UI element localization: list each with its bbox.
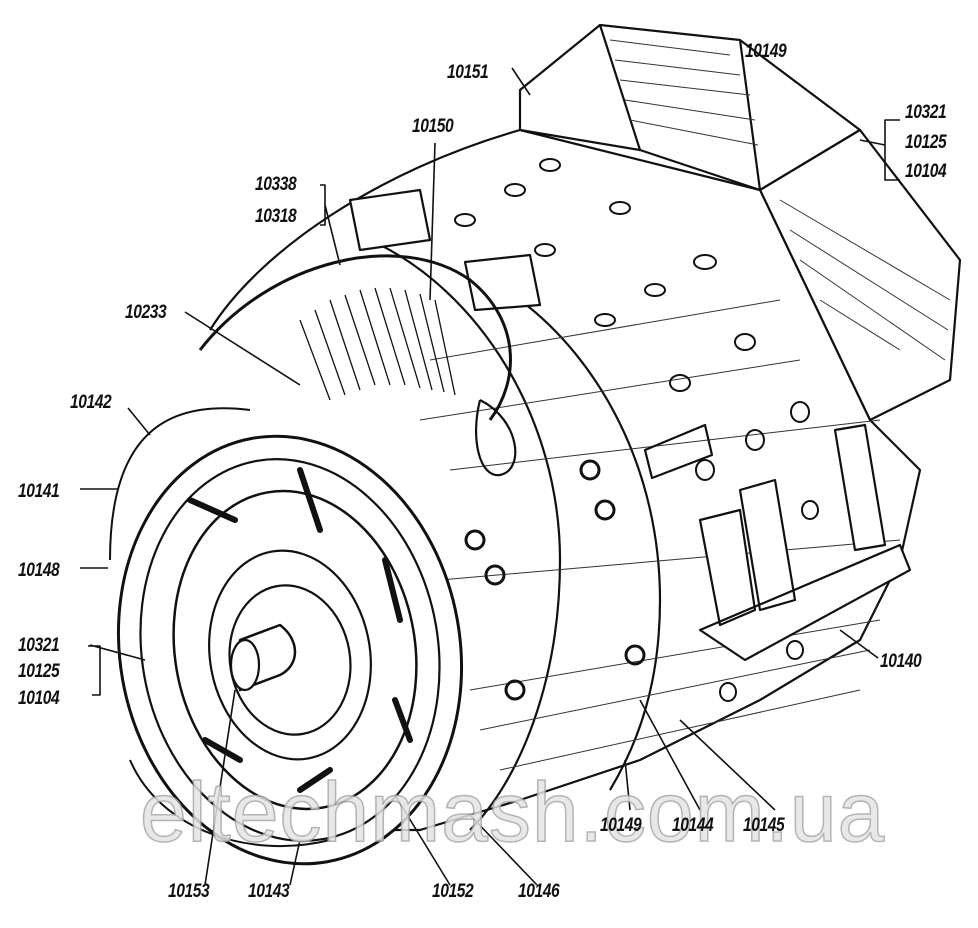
label-right-10125: 10125 xyxy=(905,132,947,153)
label-10318: 10318 xyxy=(255,206,297,227)
watermark: eltechmash.com.ua xyxy=(139,765,886,859)
label-right-10321: 10321 xyxy=(905,102,947,123)
label-10143: 10143 xyxy=(248,881,290,902)
label-left-10125: 10125 xyxy=(18,661,60,682)
label-10149-top: 10149 xyxy=(745,41,787,62)
lifting-eyes xyxy=(464,459,646,701)
label-right-10104: 10104 xyxy=(905,161,947,182)
label-10233: 10233 xyxy=(125,302,167,323)
label-10338: 10338 xyxy=(255,174,297,195)
label-10145: 10145 xyxy=(743,815,785,836)
leader-lines xyxy=(80,67,900,886)
commutator xyxy=(299,287,456,401)
label-10142: 10142 xyxy=(70,392,112,413)
end-shield-ribs xyxy=(187,467,413,793)
label-left-10321: 10321 xyxy=(18,635,60,656)
label-10150: 10150 xyxy=(412,116,454,137)
label-10141: 10141 xyxy=(18,481,60,502)
label-10146: 10146 xyxy=(518,881,560,902)
mounting-feet xyxy=(698,423,912,662)
label-10149-bottom: 10149 xyxy=(600,815,642,836)
label-10148: 10148 xyxy=(18,560,60,581)
label-10153: 10153 xyxy=(168,881,210,902)
label-10151: 10151 xyxy=(447,62,489,83)
label-10152: 10152 xyxy=(432,881,474,902)
name-plate xyxy=(643,423,714,480)
label-left-10104: 10104 xyxy=(18,688,60,709)
bolt-holes xyxy=(454,158,819,702)
upper-brackets xyxy=(348,188,542,312)
label-10144: 10144 xyxy=(672,815,714,836)
label-10140: 10140 xyxy=(880,651,922,672)
